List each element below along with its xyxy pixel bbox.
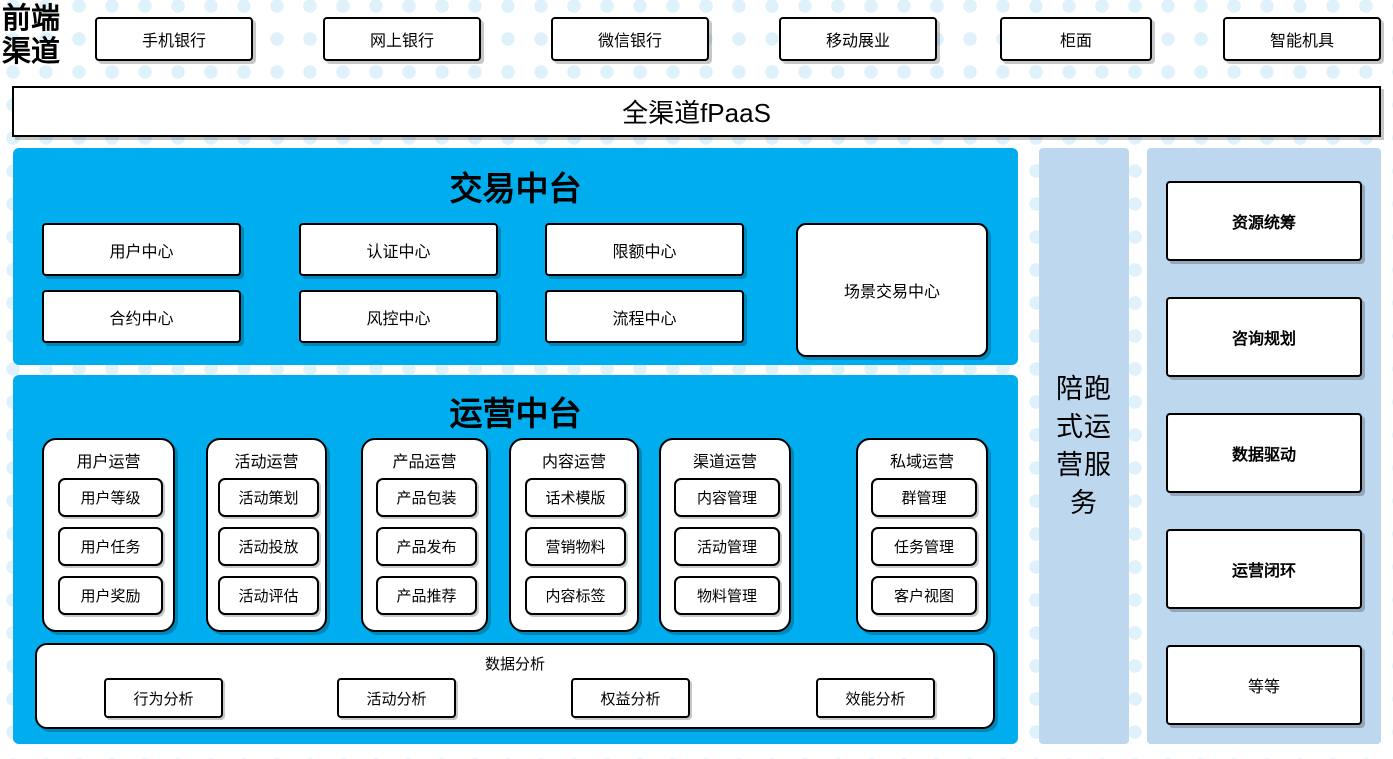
- frontend-label-line2: 渠道: [2, 36, 61, 68]
- fpaas-bar[interactable]: 全渠道fPaaS: [12, 86, 1381, 137]
- channel-label: 手机银行: [141, 33, 206, 50]
- channel-label: 网上银行: [369, 33, 434, 50]
- channel-label: 智能机具: [1269, 33, 1334, 50]
- channel-box-mobile-bank[interactable]: 手机银行: [95, 17, 253, 61]
- data-analysis-item[interactable]: 权益分析: [571, 678, 690, 718]
- channel-box-wechat-bank[interactable]: 微信银行: [551, 17, 709, 61]
- data-analysis-title: 数据分析: [484, 656, 545, 673]
- trade-platform-title: 交易中台: [449, 172, 582, 208]
- service-column-panel: 陪跑式运营服务: [1039, 148, 1129, 744]
- ops-item[interactable]: 产品推荐: [376, 576, 477, 615]
- ops-item[interactable]: 群管理: [871, 478, 977, 517]
- trade-node-label: 流程中心: [612, 310, 677, 328]
- ops-group-content-operations: 内容运营 话术模版 营销物料 内容标签: [509, 438, 639, 632]
- ops-group-title: 产品运营: [392, 454, 457, 471]
- ops-item[interactable]: 话术模版: [525, 478, 626, 517]
- trade-node-scene-trade-center[interactable]: 场景交易中心: [796, 223, 988, 357]
- data-analysis-item[interactable]: 活动分析: [337, 678, 456, 718]
- capability-column-panel: 资源统筹 咨询规划 数据驱动 运营闭环 等等: [1147, 148, 1381, 744]
- ops-item[interactable]: 产品发布: [376, 527, 477, 566]
- ops-group-user-operations: 用户运营 用户等级 用户任务 用户奖励: [42, 438, 175, 632]
- ops-group-title: 渠道运营: [692, 454, 757, 471]
- trade-node-limit-center[interactable]: 限额中心: [545, 223, 744, 276]
- data-analysis-card: 数据分析 行为分析 活动分析 权益分析 效能分析: [35, 643, 995, 729]
- channel-box-mobile-business[interactable]: 移动展业: [779, 17, 937, 61]
- ops-item[interactable]: 用户奖励: [58, 576, 163, 615]
- trade-node-auth-center[interactable]: 认证中心: [299, 223, 498, 276]
- trade-platform-panel: 交易中台 用户中心 认证中心 限额中心 合约中心 风控中心 流程中心 场景交易中…: [13, 148, 1018, 365]
- capability-node-operation-closed-loop[interactable]: 运营闭环: [1166, 529, 1362, 609]
- fpaas-label: 全渠道fPaaS: [622, 98, 771, 128]
- ops-item[interactable]: 内容标签: [525, 576, 626, 615]
- ops-item[interactable]: 营销物料: [525, 527, 626, 566]
- data-analysis-item[interactable]: 行为分析: [104, 678, 223, 718]
- ops-group-title: 活动运营: [234, 454, 299, 471]
- ops-item[interactable]: 用户等级: [58, 478, 163, 517]
- ops-item[interactable]: 活动评估: [218, 576, 319, 615]
- ops-group-title: 用户运营: [76, 454, 141, 471]
- frontend-label-line1: 前端: [2, 3, 61, 35]
- ops-item[interactable]: 内容管理: [674, 478, 780, 517]
- frontend-channel-label: 前端 渠道: [2, 2, 84, 70]
- trade-node-risk-center[interactable]: 风控中心: [299, 290, 498, 343]
- trade-node-label: 风控中心: [366, 310, 431, 328]
- channel-box-smart-machine[interactable]: 智能机具: [1223, 17, 1381, 61]
- channel-label: 柜面: [1059, 33, 1092, 50]
- ops-group-channel-operations: 渠道运营 内容管理 活动管理 物料管理: [659, 438, 791, 632]
- ops-item[interactable]: 活动投放: [218, 527, 319, 566]
- capability-node-consulting-planning[interactable]: 咨询规划: [1166, 297, 1362, 377]
- channel-box-online-bank[interactable]: 网上银行: [323, 17, 481, 61]
- ops-platform-panel: 运营中台 用户运营 用户等级 用户任务 用户奖励 活动运营 活动策划 活动投放 …: [13, 375, 1018, 744]
- trade-node-process-center[interactable]: 流程中心: [545, 290, 744, 343]
- ops-item[interactable]: 客户视图: [871, 576, 977, 615]
- ops-item[interactable]: 产品包装: [376, 478, 477, 517]
- trade-node-label: 场景交易中心: [843, 284, 940, 301]
- trade-node-contract-center[interactable]: 合约中心: [42, 290, 241, 343]
- ops-item[interactable]: 活动管理: [674, 527, 780, 566]
- service-column-label: 陪跑式运营服务: [1056, 374, 1112, 518]
- capability-node-etc[interactable]: 等等: [1166, 645, 1362, 725]
- ops-group-campaign-operations: 活动运营 活动策划 活动投放 活动评估: [206, 438, 327, 632]
- ops-group-private-domain-operations: 私域运营 群管理 任务管理 客户视图: [856, 438, 988, 632]
- ops-group-title: 内容运营: [541, 454, 606, 471]
- ops-group-product-operations: 产品运营 产品包装 产品发布 产品推荐: [361, 438, 488, 632]
- ops-group-title: 私域运营: [889, 454, 954, 471]
- ops-item[interactable]: 用户任务: [58, 527, 163, 566]
- trade-node-label: 合约中心: [109, 310, 174, 328]
- channel-label: 移动展业: [825, 33, 890, 50]
- ops-platform-title: 运营中台: [449, 397, 582, 433]
- ops-item[interactable]: 任务管理: [871, 527, 977, 566]
- trade-node-user-center[interactable]: 用户中心: [42, 223, 241, 276]
- capability-node-resource-coordination[interactable]: 资源统筹: [1166, 181, 1362, 261]
- channel-label: 微信银行: [597, 33, 662, 50]
- ops-item[interactable]: 物料管理: [674, 576, 780, 615]
- trade-node-label: 认证中心: [366, 243, 431, 261]
- ops-item[interactable]: 活动策划: [218, 478, 319, 517]
- trade-node-label: 用户中心: [109, 243, 174, 261]
- capability-node-data-driven[interactable]: 数据驱动: [1166, 413, 1362, 493]
- channel-box-counter[interactable]: 柜面: [1000, 17, 1152, 61]
- data-analysis-item[interactable]: 效能分析: [816, 678, 935, 718]
- trade-node-label: 限额中心: [612, 243, 677, 261]
